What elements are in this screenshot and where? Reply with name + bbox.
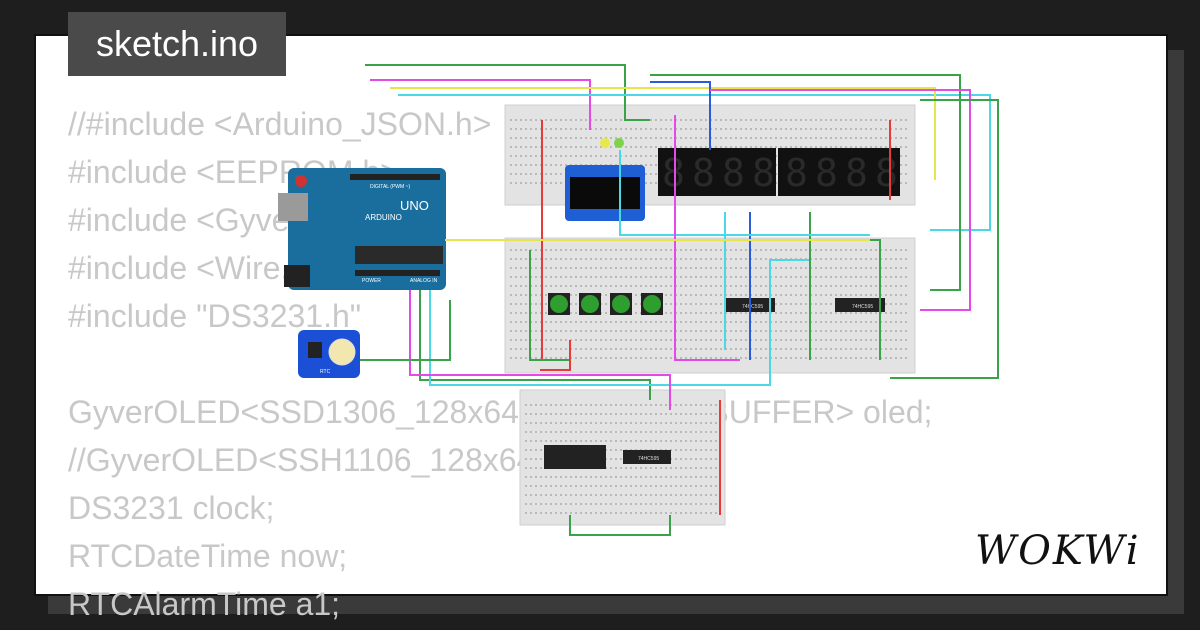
seven-segment-digit: 8 bbox=[845, 151, 868, 195]
chip-3-label: 74HC595 bbox=[638, 456, 659, 462]
wire bbox=[569, 515, 671, 536]
led bbox=[600, 138, 610, 148]
code-line: DS3231 clock; bbox=[68, 490, 275, 526]
arduino-brand-text: ARDUINO bbox=[365, 213, 402, 222]
wire bbox=[365, 64, 650, 121]
push-button[interactable] bbox=[548, 293, 570, 315]
wire bbox=[710, 89, 971, 311]
led-group bbox=[600, 138, 624, 148]
seven-segment-digit: 8 bbox=[785, 151, 808, 195]
code-line: #include "DS3231.h" bbox=[68, 298, 362, 334]
push-button[interactable] bbox=[579, 293, 601, 315]
wire bbox=[429, 259, 810, 386]
wire bbox=[370, 79, 591, 130]
wire bbox=[650, 74, 961, 291]
wire bbox=[360, 300, 451, 361]
arduino-label-text: UNO bbox=[400, 198, 429, 213]
push-button[interactable] bbox=[610, 293, 632, 315]
wire bbox=[619, 150, 870, 236]
shift-register-chip-2: 74HC595 bbox=[835, 298, 885, 312]
oled-display bbox=[565, 165, 645, 221]
shift-register-chip-3: 74HC595 bbox=[623, 450, 671, 464]
chip-2-label: 74HC595 bbox=[852, 304, 873, 310]
dip-switch-chip bbox=[544, 445, 606, 469]
seven-segment-digit: 8 bbox=[875, 151, 898, 195]
wire bbox=[419, 290, 651, 400]
wire bbox=[529, 250, 570, 361]
seven-segment-digit: 8 bbox=[752, 151, 775, 195]
rtc-label: RTC bbox=[320, 369, 331, 375]
wire-group bbox=[360, 64, 999, 536]
chip-1-label: 74HC595 bbox=[742, 304, 763, 310]
button-group bbox=[548, 293, 663, 315]
seven-segment-digit: 8 bbox=[662, 151, 685, 195]
seven-segment-display-left bbox=[658, 148, 776, 196]
led bbox=[614, 138, 624, 148]
seven-segment-digit: 8 bbox=[815, 151, 838, 195]
push-button[interactable] bbox=[641, 293, 663, 315]
code-line: RTCDateTime now; bbox=[68, 538, 348, 574]
seven-segment-digit: 8 bbox=[722, 151, 745, 195]
wire bbox=[540, 340, 571, 371]
seven-segment-display-right bbox=[778, 148, 900, 196]
rtc-module: RTC bbox=[298, 330, 360, 378]
arduino-header-power: POWER bbox=[362, 278, 381, 284]
wokwi-logo: WOKWi bbox=[975, 528, 1141, 574]
wire bbox=[390, 87, 936, 180]
wire bbox=[890, 99, 999, 379]
code-line: //#include <Arduino_JSON.h> bbox=[68, 106, 492, 142]
wire bbox=[674, 115, 740, 361]
file-name-tab[interactable]: sketch.ino bbox=[68, 12, 286, 76]
arduino-header-analog: ANALOG IN bbox=[410, 278, 438, 284]
arduino-uno: ARDUINO UNO DIGITAL (PWM ~) POWER ANALOG… bbox=[278, 168, 446, 290]
wire bbox=[650, 81, 711, 150]
seven-segment-digit: 8 bbox=[692, 151, 715, 195]
circuit-diagram: ARDUINO UNO DIGITAL (PWM ~) POWER ANALOG… bbox=[278, 64, 999, 536]
code-line: RTCAlarmTime a1; bbox=[68, 586, 341, 622]
wire bbox=[409, 290, 671, 410]
arduino-header-digital: DIGITAL (PWM ~) bbox=[370, 184, 410, 190]
